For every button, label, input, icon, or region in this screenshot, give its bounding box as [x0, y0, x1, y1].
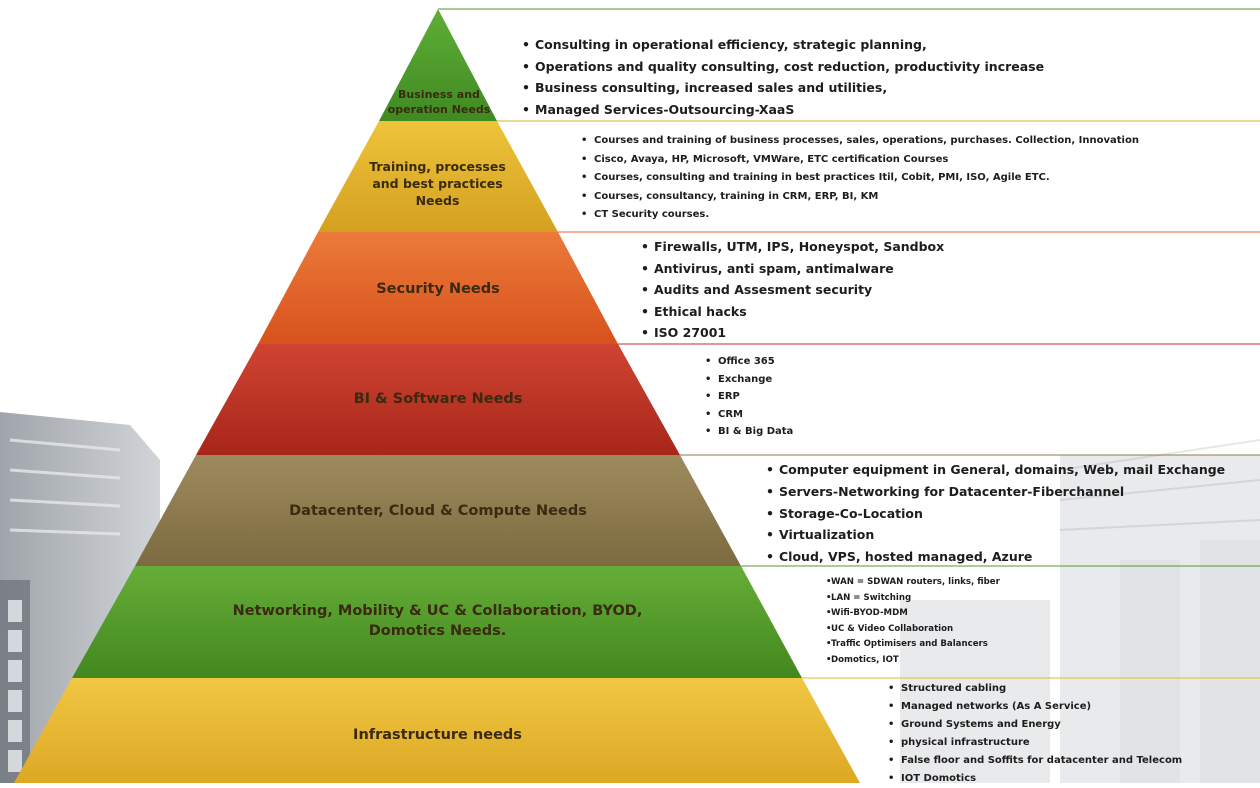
list-item: Traffic Optimisers and Balancers: [826, 637, 1000, 653]
list-item: IOT Domotics: [888, 770, 1182, 788]
list-item: Audits and Assesment security: [641, 279, 944, 301]
list-item: Ground Systems and Energy: [888, 716, 1182, 734]
tier-security-list: Firewalls, UTM, IPS, Honeyspot, Sandbox …: [641, 236, 944, 344]
list-item: ERP: [705, 388, 793, 406]
list-item: UC & Video Collaboration: [826, 622, 1000, 638]
list-item: Ethical hacks: [641, 301, 944, 323]
tier-networking-label: Networking, Mobility & UC & Collaboratio…: [232, 603, 643, 639]
list-item: BI & Big Data: [705, 423, 793, 441]
list-item: Cloud, VPS, hosted managed, Azure: [766, 546, 1225, 568]
tier-training-list: Courses and training of business process…: [581, 132, 1139, 225]
tier-datacenter-shape: [135, 455, 741, 566]
list-item: physical infrastructure: [888, 734, 1182, 752]
list-item: Business consulting, increased sales and…: [522, 77, 1044, 99]
tier-infrastructure-list: Structured cabling Managed networks (As …: [888, 680, 1182, 788]
list-item: Storage-Co-Location: [766, 503, 1225, 525]
tier-infrastructure-label: Infrastructure needs: [353, 727, 522, 743]
list-item: CT Security courses.: [581, 206, 1139, 225]
tier-training-label: Training, processes and best practices N…: [369, 159, 506, 208]
list-item: Computer equipment in General, domains, …: [766, 459, 1225, 481]
list-item: Servers-Networking for Datacenter-Fiberc…: [766, 481, 1225, 503]
tier-bi-label: BI & Software Needs: [353, 391, 523, 407]
list-item: Managed networks (As A Service): [888, 698, 1182, 716]
tier-security-label: Security Needs: [376, 281, 500, 297]
list-item: Structured cabling: [888, 680, 1182, 698]
list-item: Domotics, IOT: [826, 653, 1000, 669]
list-item: Antivirus, anti spam, antimalware: [641, 258, 944, 280]
list-item: WAN = SDWAN routers, links, fiber: [826, 575, 1000, 591]
tier-infrastructure-shape: [14, 678, 860, 783]
list-item: Office 365: [705, 353, 793, 371]
list-item: False floor and Soffits for datacenter a…: [888, 752, 1182, 770]
tier-networking-list: WAN = SDWAN routers, links, fiber LAN = …: [826, 575, 1000, 668]
tier-datacenter-label: Datacenter, Cloud & Compute Needs: [289, 503, 587, 519]
list-item: Wifi-BYOD-MDM: [826, 606, 1000, 622]
tier-networking-shape: [72, 566, 802, 678]
list-item: Consulting in operational efficiency, st…: [522, 34, 1044, 56]
list-item: LAN = Switching: [826, 591, 1000, 607]
tier-security-shape: [258, 232, 618, 344]
tier-datacenter-list: Computer equipment in General, domains, …: [766, 459, 1225, 568]
tier-bi-list: Office 365 Exchange ERP CRM BI & Big Dat…: [705, 353, 793, 441]
list-item: Courses and training of business process…: [581, 132, 1139, 151]
tier-business-shape: [379, 9, 497, 121]
list-item: Firewalls, UTM, IPS, Honeyspot, Sandbox: [641, 236, 944, 258]
list-item: Cisco, Avaya, HP, Microsoft, VMWare, ETC…: [581, 151, 1139, 170]
list-item: Managed Services-Outsourcing-XaaS: [522, 99, 1044, 121]
list-item: Virtualization: [766, 524, 1225, 546]
list-item: Courses, consultancy, training in CRM, E…: [581, 188, 1139, 207]
list-item: Operations and quality consulting, cost …: [522, 56, 1044, 78]
tier-bi-shape: [196, 344, 680, 455]
list-item: ISO 27001: [641, 322, 944, 344]
tier-business-label: Business and operation Needs: [387, 88, 491, 116]
list-item: CRM: [705, 406, 793, 424]
tier-training-shape: [318, 121, 558, 232]
list-item: Courses, consulting and training in best…: [581, 169, 1139, 188]
tier-business-list: Consulting in operational efficiency, st…: [522, 34, 1044, 120]
list-item: Exchange: [705, 371, 793, 389]
